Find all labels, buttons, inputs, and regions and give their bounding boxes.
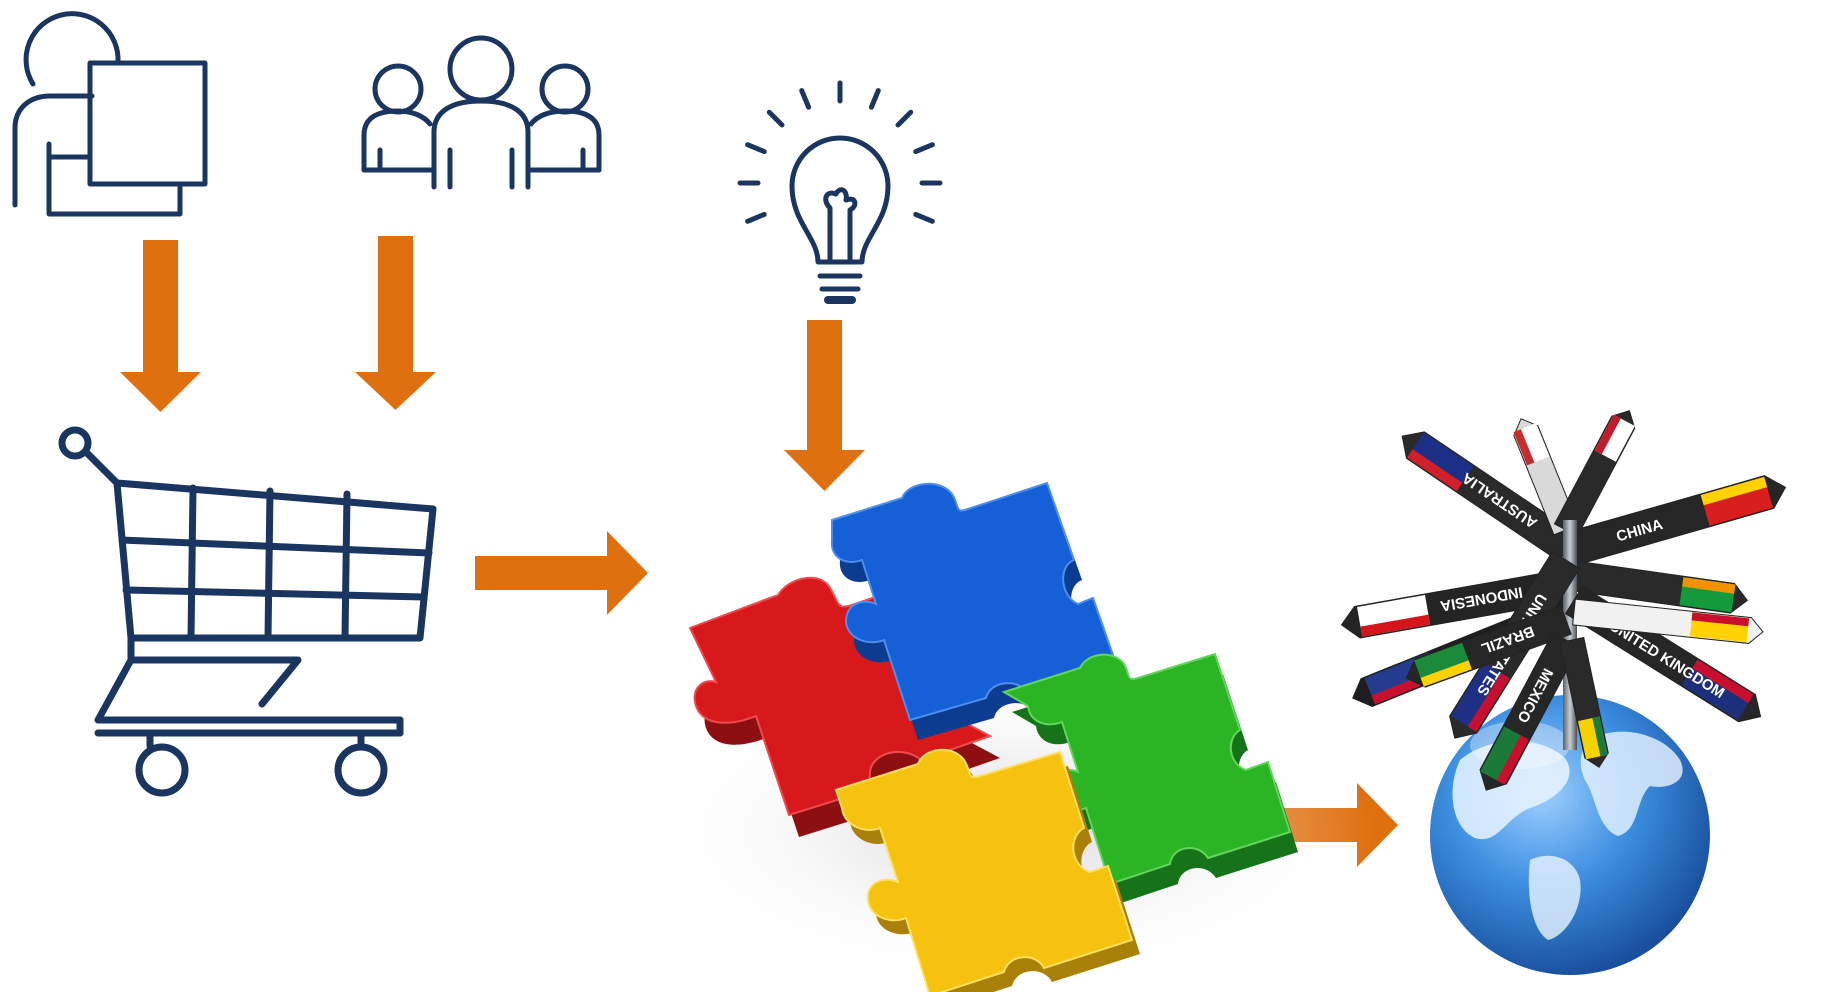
bulb-ray: [913, 142, 935, 155]
sign-right-low-flag-b: [1691, 612, 1750, 627]
arrow-bulb-to-puzzle: [784, 320, 865, 491]
cart-column: [264, 487, 274, 642]
cart-wheel-right: [334, 743, 388, 797]
sign-top-right-flag-b: [1594, 414, 1621, 455]
bulb-filament: [823, 187, 858, 265]
sign-brazil: BRAZIL: [1405, 605, 1572, 688]
puzzle-piece-yellow-face: [834, 748, 1134, 992]
cart-lower-frame: [127, 634, 302, 708]
person-computer-icon: [12, 11, 208, 217]
cart-basket-frame: [113, 479, 437, 642]
sign-china-flag-b: [1700, 476, 1768, 506]
sign-united-kingdom-flag-a: [1681, 659, 1754, 720]
cart-column: [187, 484, 197, 642]
group-center-head: [447, 35, 515, 103]
sign-top-right-flag-a: [1594, 414, 1635, 462]
sign-united-kingdom-flag-b: [1692, 659, 1754, 704]
sign-top-right: [1553, 410, 1636, 537]
arrow-cart-to-puzzle: [475, 531, 648, 615]
sign-united-states-flag-b: [1467, 673, 1510, 732]
sign-mexico-flag-b: [1496, 735, 1529, 785]
sign-australia-flag-a: [1407, 432, 1474, 492]
group-left-head: [372, 63, 424, 115]
sign-india-flag-b: [1682, 577, 1736, 594]
shopping-cart-icon: [58, 426, 437, 797]
cart-wheel-left: [135, 743, 189, 797]
sign-india: [1571, 560, 1748, 614]
sign-indonesia-flag-b: [1360, 614, 1431, 637]
globe-continent-south: [1528, 855, 1581, 940]
cart-column: [341, 490, 351, 642]
sign-mexico-flag-a: [1480, 726, 1529, 785]
bulb-ray: [913, 211, 935, 224]
cart-handle-ring: [58, 426, 92, 460]
group-left-body: [361, 108, 433, 173]
sign-united-states-flag-a: [1450, 662, 1510, 732]
bulb-glass: [789, 135, 891, 265]
person-head: [23, 11, 121, 87]
lightbulb-icon: [737, 80, 943, 304]
group-right-body: [528, 108, 602, 173]
sign-bottom-flag-b: [1592, 716, 1608, 757]
group-icon: [361, 35, 602, 190]
bulb-ray: [745, 142, 767, 155]
cart-handle: [82, 448, 437, 513]
cart-base: [94, 656, 404, 724]
puzzle-piece-green: [1001, 652, 1298, 904]
arrow-group-to-cart: [355, 236, 436, 410]
sign-australia-flag-b: [1407, 449, 1463, 492]
monitor-screen: [87, 60, 208, 187]
bulb-ray: [766, 109, 785, 128]
puzzle-piece-yellow: [834, 748, 1140, 992]
cart-row-1: [118, 536, 433, 557]
sign-china: CHINA: [1568, 475, 1787, 565]
sign-top-left-flag-b: [1513, 429, 1535, 466]
puzzle-piece-green-face: [1001, 652, 1292, 886]
sign-indonesia: INDONESIA: [1340, 568, 1572, 639]
sign-right-low: [1572, 598, 1764, 644]
globe-continent-europe: [1580, 731, 1683, 836]
bulb-ray: [895, 109, 914, 128]
cart-row-2: [122, 586, 428, 601]
sign-brazil-flag-b: [1420, 660, 1472, 687]
bulb-ray: [799, 88, 812, 110]
bulb-ray: [868, 88, 881, 110]
sign-bottom: [1559, 636, 1609, 768]
bulb-ray: [745, 211, 767, 224]
person-shoulder: [12, 93, 95, 208]
group-center-body: [431, 98, 531, 190]
puzzle-icon: [635, 481, 1375, 992]
puzzle-piece-blue-face: [830, 481, 1119, 722]
group-right-head: [539, 63, 591, 115]
arrow-person-to-cart: [120, 240, 201, 412]
